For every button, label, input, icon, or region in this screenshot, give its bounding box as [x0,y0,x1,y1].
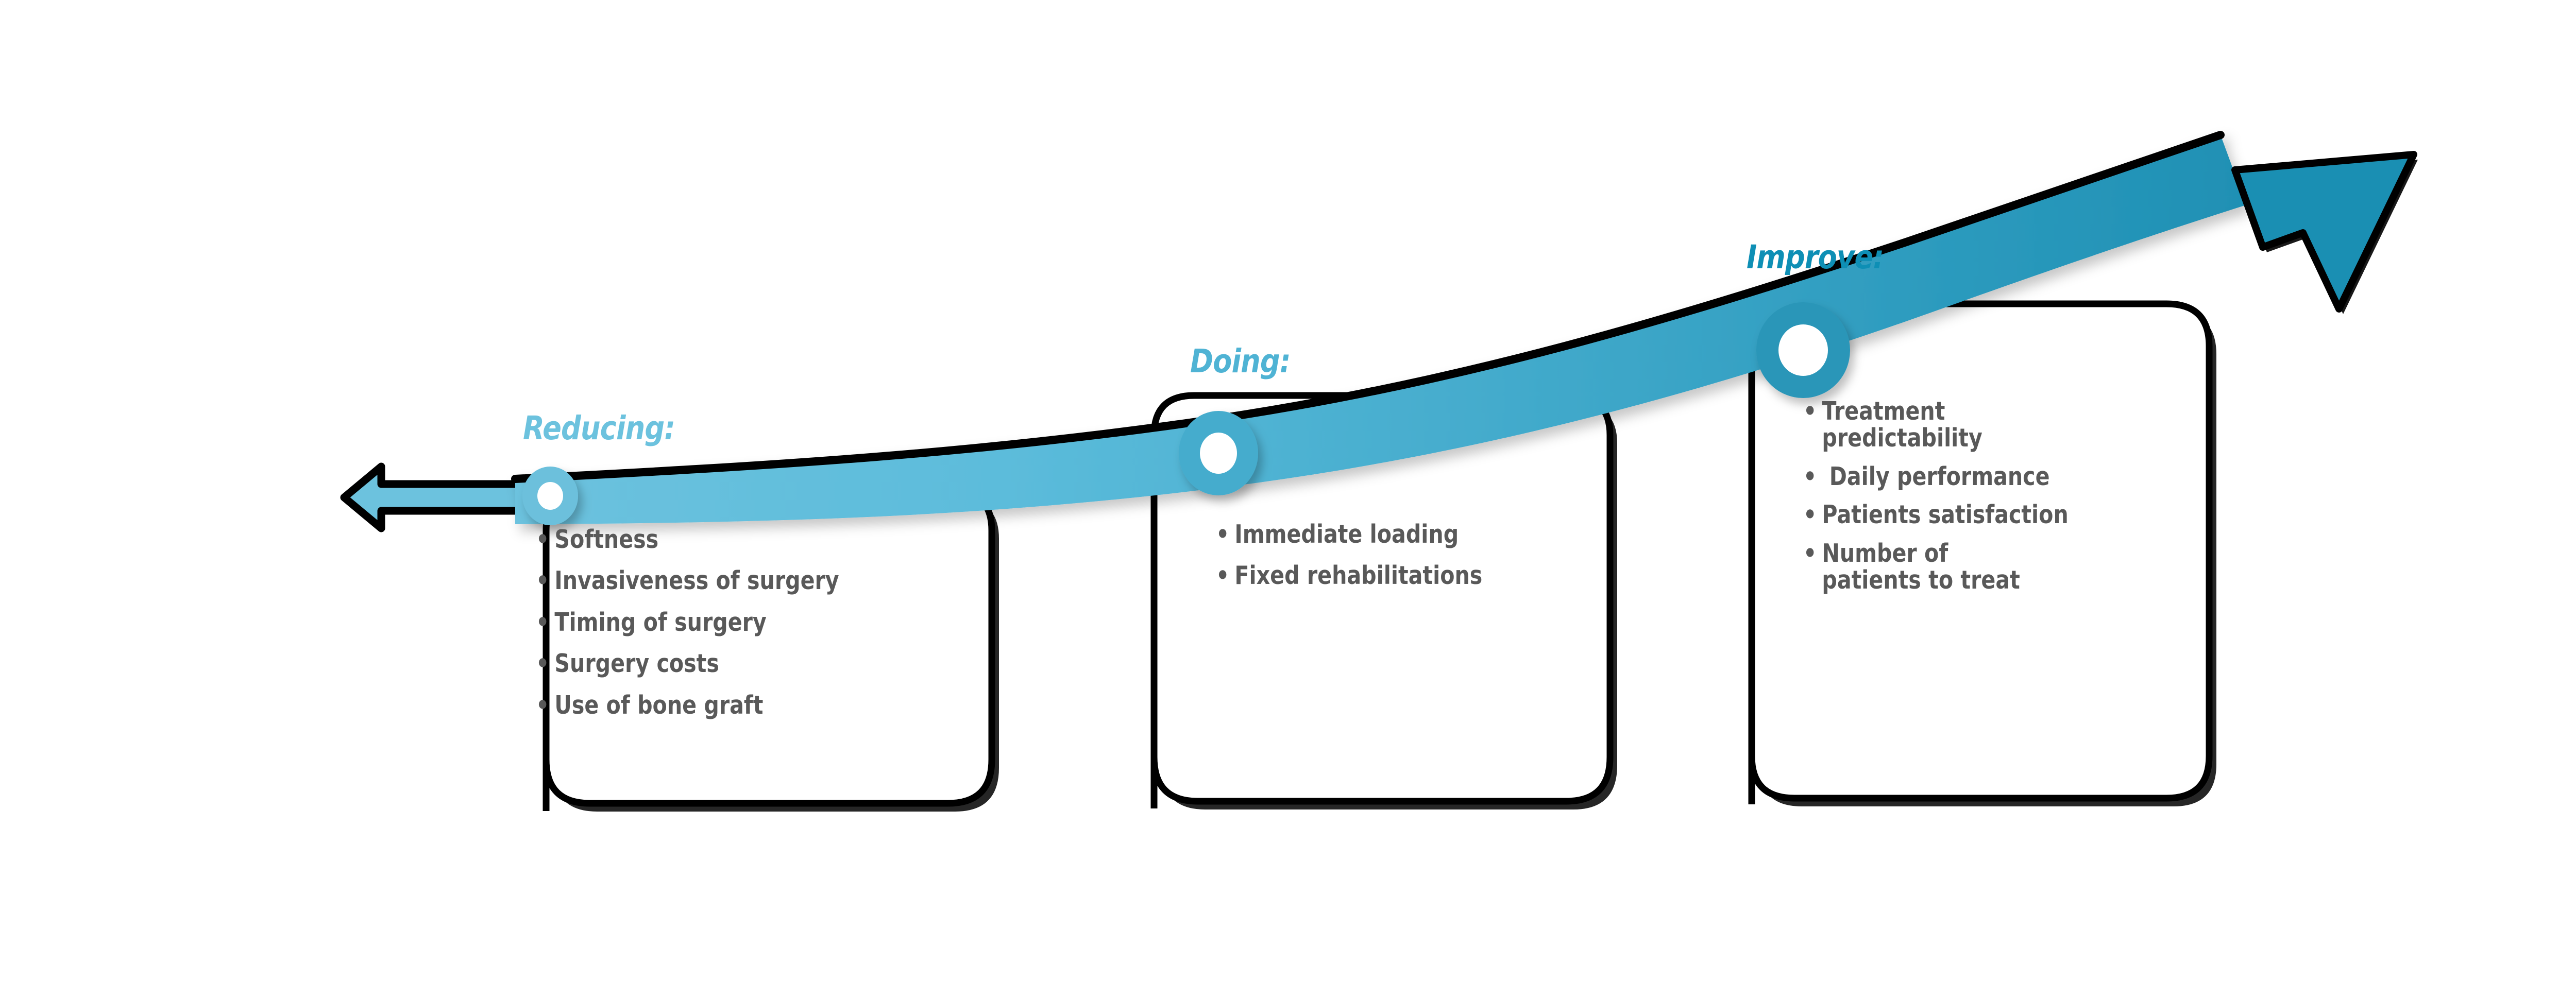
bullet-icon: • [1803,538,1817,568]
bullet-icon: • [536,566,550,596]
stage-items-doing: •Immediate loading •Fixed rehabilitation… [1216,521,1533,604]
bullet-icon: • [1803,500,1817,530]
list-item-label: Patients satisfaction [1822,500,2069,530]
bullet-icon: • [536,525,550,554]
stage-card-improve[interactable] [1748,300,2216,813]
bullet-icon: • [536,607,550,637]
stage-nodes [522,302,1850,525]
bullet-icon: • [1803,397,1817,426]
list-item-label: Daily performance [1822,461,2050,491]
list-item: • Daily performance [1803,463,2069,490]
stage-title-reducing: Reducing: [523,409,675,447]
stage-items-reducing: •Softness •Invasiveness of surgery •Timi… [536,526,897,733]
stage-card-doing[interactable] [1150,392,1617,817]
list-item: •Invasiveness of surgery [536,567,839,594]
arrow-up-right-icon [2231,151,2418,314]
growth-ribbon [511,131,2246,524]
list-item: •Softness [536,526,839,553]
list-item: •Timing of surgery [536,609,839,636]
list-item-label: Timing of surgery [554,607,767,637]
list-item-label: Softness [554,525,659,554]
stage-title-doing: Doing: [1190,342,1291,380]
list-item-label: Invasiveness of surgery [554,566,839,596]
list-item-label: Immediate loading [1234,520,1459,549]
bullet-icon: • [1803,461,1817,491]
list-item: •Immediate loading [1216,521,1482,548]
stage-title-improve: Improve: [1747,238,1884,276]
list-item: •Patients satisfaction [1803,500,2069,530]
stage-node-1[interactable] [522,467,578,525]
list-item: •Use of bone graft [536,692,839,719]
stage-node-2[interactable] [1179,411,1258,495]
list-item: •Fixed rehabilitations [1216,562,1482,589]
list-item-label: Surgery costs [554,649,719,679]
stage-node-3[interactable] [1756,302,1850,398]
stage-cards [543,300,2216,819]
bullet-icon: • [536,649,550,679]
list-item-label: Fixed rehabilitations [1234,561,1483,591]
list-item: •Surgery costs [536,650,839,677]
bullet-icon: • [1216,520,1230,549]
bullet-icon: • [536,690,550,720]
list-item-label: Use of bone graft [554,690,764,720]
bullet-icon: • [1216,561,1230,591]
stage-card-reducing[interactable] [543,487,999,819]
